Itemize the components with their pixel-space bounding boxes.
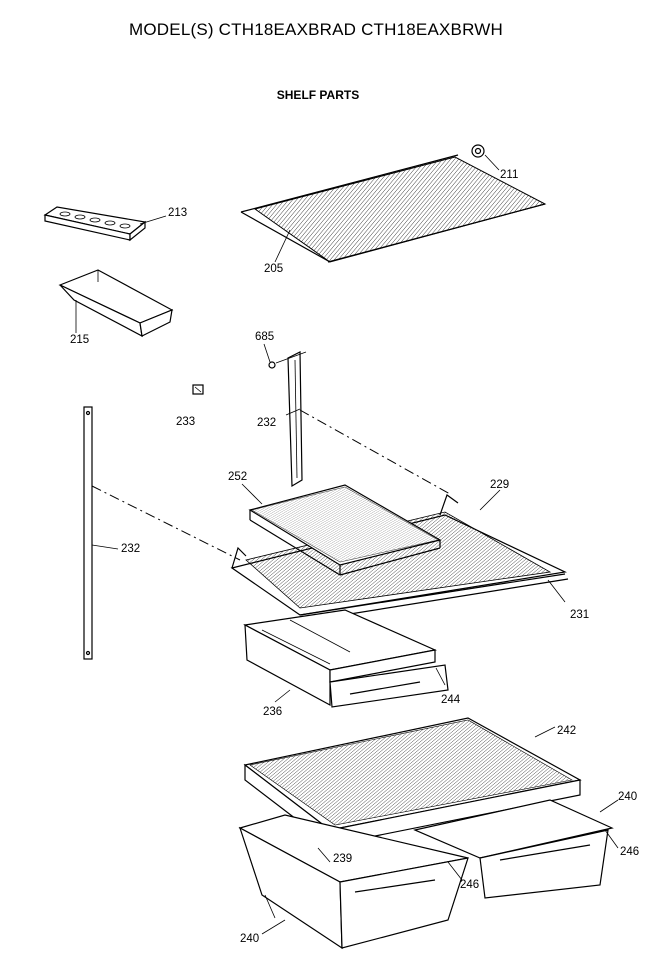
part-240-drawer-left [238,814,469,950]
part-685-screw [263,343,276,369]
part-232-rail-right [275,351,307,488]
part-205-wire-shelf [240,154,547,263]
label-246-right: 246 [620,846,639,858]
part-236-drawer [243,609,437,707]
label-211: 211 [500,169,518,181]
part-215-door-bin [58,269,174,338]
label-239: 239 [333,853,352,865]
label-205: 205 [264,263,283,275]
label-242: 242 [557,725,576,737]
label-240-left: 240 [240,933,259,945]
alignment-line-right [299,409,451,495]
label-246-left: 246 [460,879,479,891]
label-233: 233 [176,416,195,428]
label-236: 236 [263,706,282,718]
part-211-cap [471,144,500,171]
label-240-right: 240 [618,791,637,803]
part-240-drawer-right [413,799,619,899]
part-242-lower-shelf [243,717,582,847]
label-229: 229 [490,479,509,491]
label-685: 685 [255,331,274,343]
part-233-clip [192,384,204,395]
part-213-egg-tray [43,206,167,242]
label-231: 231 [570,609,589,621]
page-subtitle: SHELF PARTS [276,88,360,102]
label-215: 215 [70,334,89,346]
part-252-crisper-cover [241,483,442,576]
part-229-shelf-assembly [230,489,569,623]
part-244-drawer-front [329,664,449,708]
part-232-rail-left [83,406,119,660]
label-213: 213 [168,207,187,219]
label-232-right: 232 [257,417,276,429]
page-title: MODEL(S) CTH18EAXBRAD CTH18EAXBRWH [129,20,503,39]
label-244: 244 [441,694,461,706]
label-232-left: 232 [121,543,140,555]
alignment-line-left [91,485,241,561]
label-252: 252 [228,471,247,483]
